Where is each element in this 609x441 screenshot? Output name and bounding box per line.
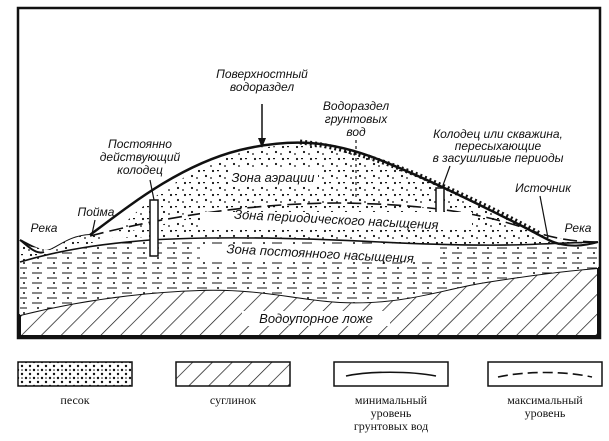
legend: песок суглинок минимальный уровень грунт… (17, 361, 603, 433)
river-left (19, 239, 45, 254)
legend-max-level-1: максимальный (507, 393, 583, 407)
zone-label-aeration: Зона аэрации (231, 170, 314, 185)
label-seasonal-well-1: Колодец или скважина, (433, 127, 563, 141)
legend-loam-swatch (175, 361, 291, 387)
label-permanent-well-3: колодец (117, 163, 163, 177)
aeration-zone (110, 145, 552, 242)
permanent-saturation-zone (20, 237, 598, 315)
min-water-level (19, 237, 599, 263)
floodplain-pointer (91, 219, 96, 235)
label-gw-divide-2: грунтовых (325, 112, 388, 126)
label-gw-divide-3: вод (346, 125, 366, 139)
zone-label-aeration-bg (228, 170, 318, 184)
legend-min-level-line (345, 371, 437, 377)
legend-min-level-1: минимальный (355, 393, 428, 407)
legend-sand-swatch (17, 361, 133, 387)
label-floodplain: Пойма (78, 205, 115, 219)
label-permanent-well-2: действующий (100, 150, 181, 164)
label-seasonal-well-3: в засушливые периоды (433, 151, 564, 165)
label-surface-divide-1: Поверхностный (216, 67, 308, 81)
permanent-well-pointer (149, 179, 155, 201)
label-spring: Источник (515, 181, 572, 195)
legend-min-level-swatch (333, 361, 449, 387)
spring-pointer (539, 195, 549, 239)
zone-label-bed: Водоупорное ложе (259, 311, 373, 326)
zone-label-periodic-bg (200, 212, 472, 227)
legend-min-level-2: уровень (371, 406, 412, 420)
legend-sand-label: песок (60, 393, 89, 407)
legend-min-level-3: грунтовых вод (354, 419, 428, 433)
river-right (559, 241, 599, 247)
label-gw-divide-1: Водораздел (323, 99, 389, 113)
ground-crust (299, 139, 542, 237)
label-river-right: Река (565, 221, 592, 235)
legend-loam-label: суглинок (210, 393, 256, 407)
label-river-left: Река (31, 221, 58, 235)
label-seasonal-well-2: пересыхающие (455, 139, 542, 153)
legend-max-level-2: уровень (525, 406, 566, 420)
zone-label-permanent-bg (200, 246, 440, 261)
legend-max-level-swatch (487, 361, 603, 387)
permanent-well (149, 199, 159, 257)
legend-max-level-line (497, 371, 593, 378)
surface-divide-arrow (258, 138, 266, 148)
seasonal-well-pointer (441, 165, 451, 189)
zone-label-bed-bg (242, 311, 390, 326)
label-permanent-well-1: Постоянно (108, 137, 172, 151)
label-surface-divide-2: водораздел (230, 80, 294, 94)
